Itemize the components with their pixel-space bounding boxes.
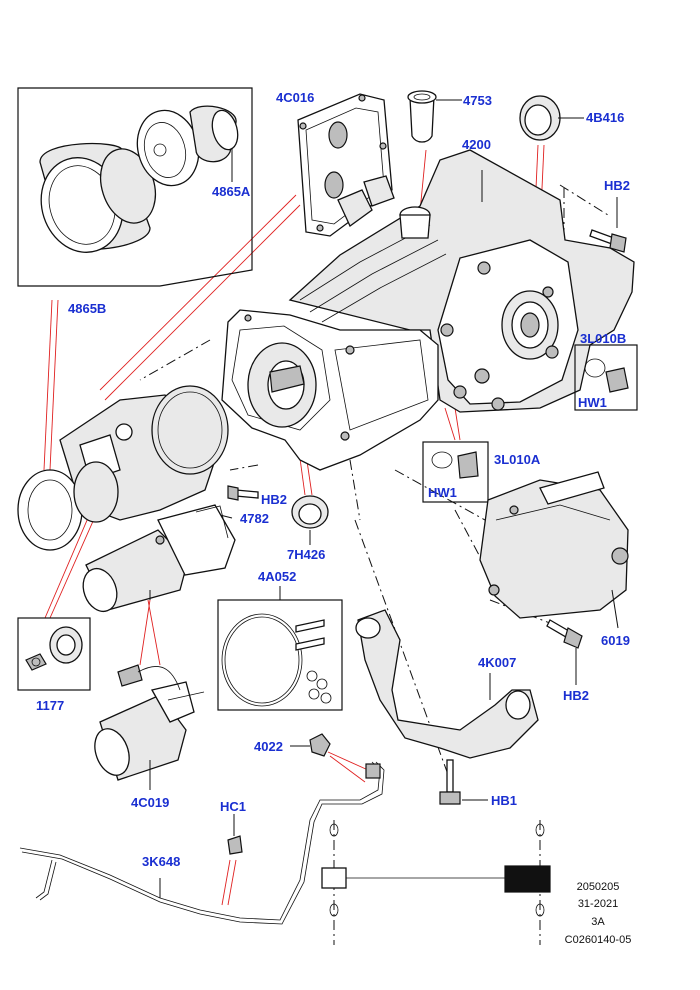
label-hb2-top: HB2 bbox=[604, 178, 630, 193]
label-hb2-lower: HB2 bbox=[563, 688, 589, 703]
part-4782-motor bbox=[82, 504, 236, 613]
part-4022-fitting bbox=[290, 733, 331, 757]
label-4200: 4200 bbox=[462, 137, 491, 152]
label-3l010a: 3L010A bbox=[494, 452, 541, 467]
box-4865-assembly bbox=[17, 87, 253, 287]
part-7h426-seal bbox=[291, 495, 329, 545]
part-1177-bearing-kit bbox=[17, 617, 91, 691]
part-hb2-bolt-left bbox=[227, 485, 259, 501]
label-3l010b: 3L010B bbox=[580, 331, 626, 346]
label-4782: 4782 bbox=[240, 511, 269, 526]
part-6019-cover bbox=[479, 471, 629, 629]
part-4200-transfer-case-housing bbox=[288, 149, 635, 413]
label-4865a: 4865A bbox=[212, 184, 251, 199]
part-hc1-clip bbox=[227, 814, 243, 855]
reference-line-1: 2050205 bbox=[577, 881, 620, 893]
label-4c016: 4C016 bbox=[276, 90, 314, 105]
reference-block: 2050205 31-2021 3A C0260140-05 bbox=[565, 881, 632, 946]
label-4b416: 4B416 bbox=[586, 110, 624, 125]
label-4a052: 4A052 bbox=[258, 569, 296, 584]
part-left-assembly bbox=[17, 385, 233, 551]
label-1177: 1177 bbox=[36, 698, 64, 713]
label-hc1: HC1 bbox=[220, 799, 246, 814]
label-4753: 4753 bbox=[463, 93, 492, 108]
label-7h426: 7H426 bbox=[287, 547, 325, 562]
part-4k007-mount-bracket bbox=[355, 609, 539, 759]
part-hb1-bolt bbox=[439, 759, 488, 805]
driveline-locator-diagram bbox=[321, 820, 551, 945]
part-4753-sleeve bbox=[407, 90, 462, 143]
part-4c019-motor bbox=[94, 664, 205, 790]
part-4a052-gasket-kit bbox=[217, 586, 343, 711]
part-3k648-breather-pipe bbox=[19, 761, 385, 925]
part-3l010a-plug-kit bbox=[422, 441, 489, 503]
part-3l010b-plug-kit bbox=[574, 344, 638, 411]
label-hb2-left: HB2 bbox=[261, 492, 287, 507]
part-4b416-seal bbox=[519, 95, 584, 141]
reference-line-3: 3A bbox=[591, 916, 605, 928]
reference-line-4: C0260140-05 bbox=[565, 934, 632, 946]
label-3k648: 3K648 bbox=[142, 854, 180, 869]
label-hw1-right: HW1 bbox=[578, 395, 607, 410]
part-adapter-housing bbox=[221, 309, 439, 471]
part-hb2-bolt-lower bbox=[546, 619, 583, 685]
part-4c016-valve-body bbox=[297, 93, 395, 237]
label-4022: 4022 bbox=[254, 739, 283, 754]
label-4k007: 4K007 bbox=[478, 655, 516, 670]
part-labels: 4865A 4865B 4C016 4753 4B416 4200 HB2 3L… bbox=[36, 90, 630, 869]
part-hb2-bolt-top bbox=[589, 197, 627, 253]
label-4865b: 4865B bbox=[68, 301, 106, 316]
label-hb1: HB1 bbox=[491, 793, 517, 808]
reference-line-2: 31-2021 bbox=[578, 898, 618, 910]
label-6019: 6019 bbox=[601, 633, 630, 648]
label-hw1-center: HW1 bbox=[428, 485, 457, 500]
label-4c019: 4C019 bbox=[131, 795, 169, 810]
